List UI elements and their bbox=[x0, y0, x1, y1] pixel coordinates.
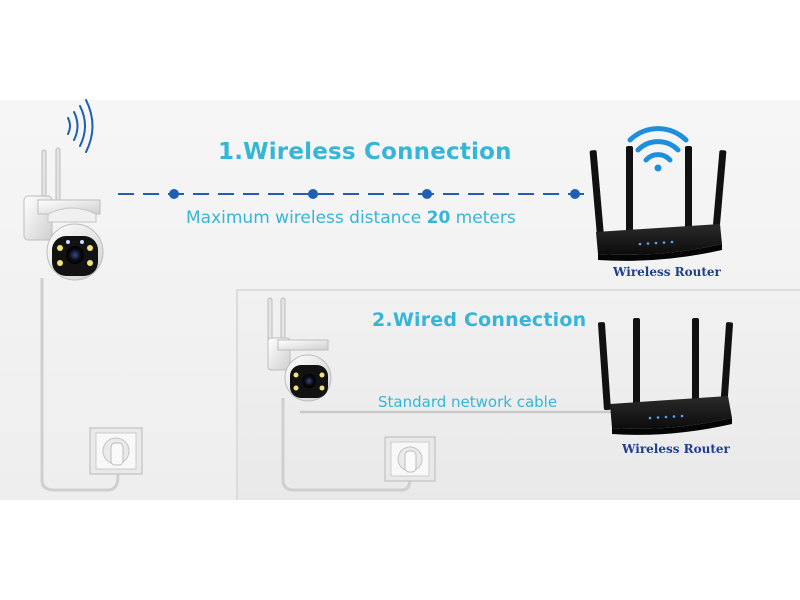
camera2-power-cable bbox=[281, 398, 412, 492]
wired-connection-title: 2.Wired Connection bbox=[372, 309, 587, 331]
wireless-router-label: Wireless Router bbox=[613, 265, 721, 279]
camera1-power-cable bbox=[40, 278, 120, 492]
wireless-connection-title: 1.Wireless Connection bbox=[218, 139, 512, 165]
link-node bbox=[422, 189, 432, 199]
camera-signal-waves-icon bbox=[67, 99, 94, 153]
distance-value: 20 bbox=[426, 208, 451, 228]
wired-router-label: Wireless Router bbox=[622, 442, 730, 456]
wireless-distance-note: Maximum wireless distance 20 meters bbox=[186, 208, 516, 228]
wireless-link-line bbox=[118, 189, 590, 199]
wireless-router-icon bbox=[589, 146, 727, 261]
network-cable-label: Standard network cable bbox=[378, 393, 558, 411]
link-node bbox=[169, 189, 179, 199]
wifi-icon bbox=[627, 126, 689, 172]
distance-prefix: Maximum wireless distance bbox=[186, 208, 427, 228]
wall-outlet-1-icon bbox=[89, 427, 143, 475]
wired-camera-icon bbox=[267, 297, 332, 402]
link-node bbox=[308, 189, 318, 199]
link-node bbox=[570, 189, 580, 199]
wired-section-panel bbox=[236, 289, 800, 500]
wall-outlet-2-icon bbox=[384, 436, 436, 482]
wireless-camera-icon bbox=[23, 147, 104, 281]
wired-router-icon bbox=[598, 318, 733, 435]
distance-suffix: meters bbox=[450, 208, 516, 228]
